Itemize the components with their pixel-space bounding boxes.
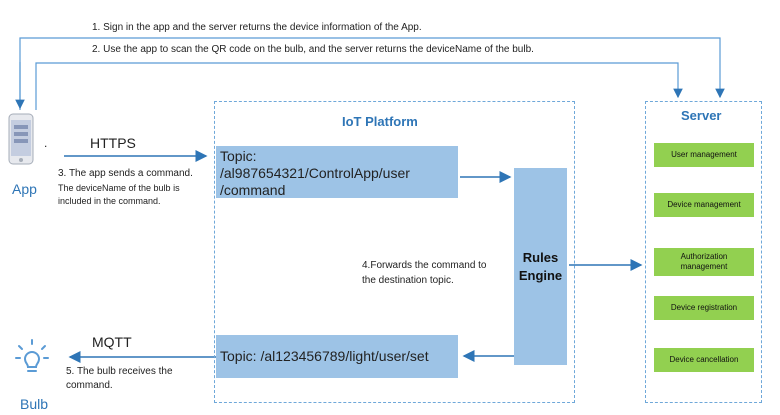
step2-text: 2. Use the app to scan the QR code on th… — [92, 44, 534, 55]
server-box — [645, 101, 762, 403]
step3-text-line2: The deviceName of the bulb is — [58, 183, 180, 193]
step3-text-line1: 3. The app sends a command. — [58, 168, 193, 179]
topic-bulb: Topic: /al123456789/light/user/set — [216, 335, 458, 378]
bulb-icon — [14, 338, 50, 376]
app-dot: . — [44, 136, 48, 150]
step3-text-line3: included in the command. — [58, 196, 161, 206]
iot-platform-title: IoT Platform — [342, 114, 418, 129]
server-title: Server — [681, 108, 722, 123]
server-item-device-registration: Device registration — [654, 296, 754, 320]
step5-text-line1: 5. The bulb receives the — [66, 366, 173, 377]
topic-app-line3: /command — [220, 182, 286, 198]
topic-app-line2: /al987654321/ControlApp/user — [220, 165, 410, 181]
phone-icon — [8, 113, 34, 165]
step4-text-line1: 4.Forwards the command to — [362, 260, 487, 271]
mqtt-label: MQTT — [92, 334, 132, 350]
server-item-authorization-management: Authorization management — [654, 248, 754, 276]
rules-engine: Rules Engine — [514, 168, 567, 365]
step5-text-line2: command. — [66, 380, 113, 391]
server-item-user-management: User management — [654, 143, 754, 167]
bulb-label: Bulb — [20, 396, 49, 412]
step4-text-line2: the destination topic. — [362, 275, 454, 286]
step1-text: 1. Sign in the app and the server return… — [92, 22, 422, 33]
server-item-device-management: Device management — [654, 193, 754, 217]
topic-bulb-label: Topic: /al123456789/light/user/set — [220, 348, 429, 364]
step2-line — [35, 62, 683, 110]
https-label: HTTPS — [90, 135, 136, 151]
rules-engine-line2: Engine — [518, 267, 563, 283]
app-label: App — [12, 181, 37, 197]
iot-platform-box — [214, 101, 575, 403]
topic-app-line1: Topic: — [220, 148, 257, 164]
server-item-device-cancellation: Device cancellation — [654, 348, 754, 372]
rules-engine-line1: Rules — [522, 249, 559, 265]
topic-app: Topic: /al987654321/ControlApp/user /com… — [216, 146, 458, 198]
